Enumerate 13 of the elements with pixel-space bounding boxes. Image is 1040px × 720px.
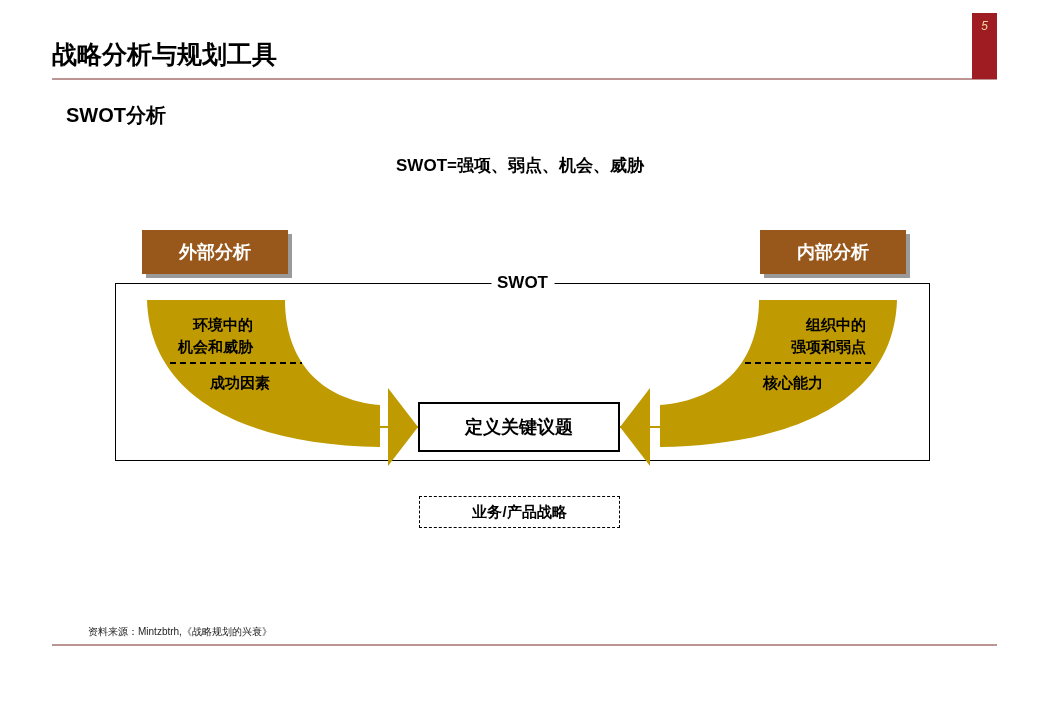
- arrow-text: 环境中的机会和威胁: [176, 315, 254, 357]
- section-heading: SWOT分析: [66, 103, 166, 128]
- arrow: [379, 388, 419, 466]
- dashed-box: 业务/产品战略: [419, 496, 620, 528]
- subtitle: SWOT=强项、弱点、机会、威胁: [395, 155, 645, 177]
- source-note: 资料来源：Mintzbtrh,《战略规划的兴衰》: [88, 625, 272, 639]
- arrow: [619, 388, 661, 466]
- arrow-text: 组织中的强项和弱点: [789, 315, 867, 357]
- page-number: 5: [972, 13, 997, 79]
- arrow-text: 核心能力: [761, 373, 824, 393]
- process-box: 定义关键议题: [418, 402, 620, 452]
- page-title: 战略分析与规划工具: [52, 39, 277, 70]
- arrow-text: 成功因素: [209, 373, 271, 393]
